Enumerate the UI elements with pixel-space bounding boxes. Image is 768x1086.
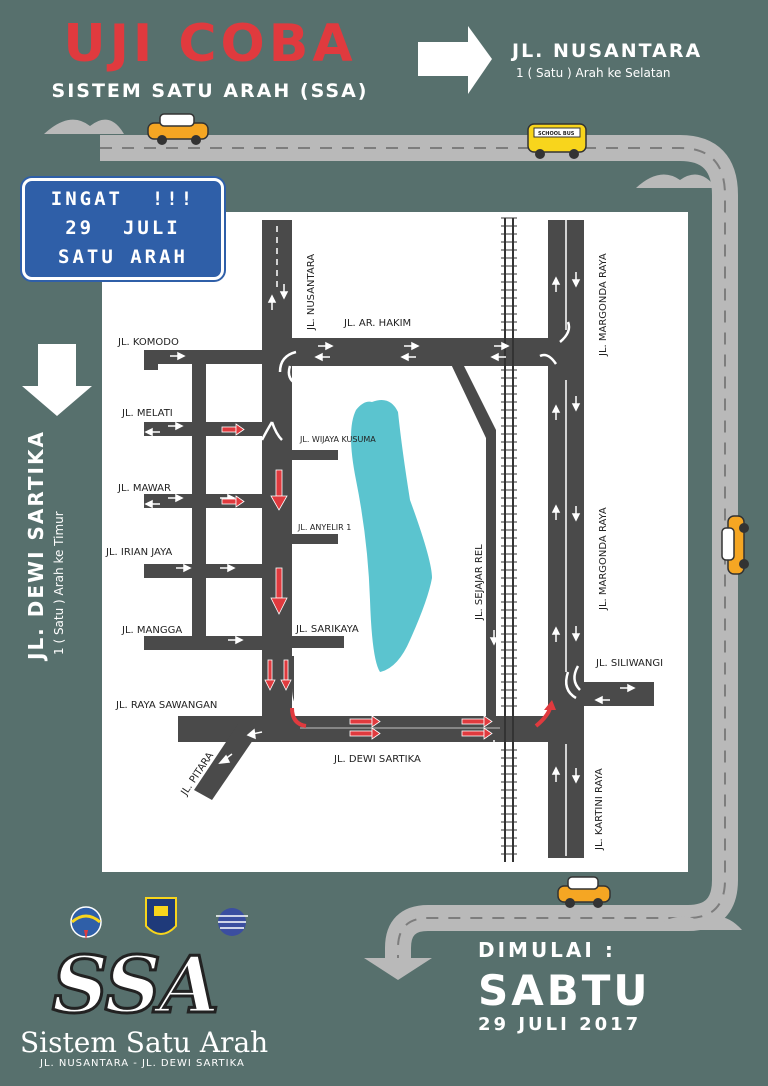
- road-anyelir: [292, 534, 338, 544]
- page-title: UJI COBA: [63, 14, 357, 74]
- label-mawar: JL. MAWAR: [117, 483, 171, 494]
- page-subtitle: SISTEM SATU ARAH (SSA): [51, 80, 369, 102]
- red-arrow-mawar: [221, 495, 245, 508]
- label-anyelir: JL. ANYELIR 1: [297, 523, 351, 532]
- label-ar-hakim: JL. AR. HAKIM: [343, 318, 411, 329]
- white-arrow-down: [279, 284, 289, 300]
- red-curve-arrow: [290, 707, 307, 728]
- label-sarikaya: JL. SARIKAYA: [295, 624, 359, 635]
- emblem-police: [216, 908, 248, 936]
- railway: [501, 217, 517, 862]
- cloud-decoration: [44, 119, 742, 930]
- red-arrow-nusantara-2: [270, 567, 288, 615]
- turn-arrows: [260, 321, 581, 700]
- reminder-line-2: 29 JULI: [65, 217, 181, 239]
- white-arrow-up: [267, 294, 277, 310]
- label-komodo: JL. KOMODO: [117, 337, 179, 348]
- white-arrow-right: [318, 341, 334, 351]
- road-siliwangi: [566, 682, 654, 706]
- nusantara-direction: 1 ( Satu ) Arah ke Selatan: [516, 66, 671, 80]
- school-bus: [527, 123, 587, 159]
- label-siliwangi: JL. SILIWANGI: [595, 658, 663, 669]
- label-nusantara: JL. NUSANTARA: [306, 254, 317, 331]
- road-wijaya-kusuma: [292, 450, 338, 460]
- dewi-sartika-label: JL. DEWI SARTIKA: [24, 430, 48, 660]
- red-arrows: [221, 423, 493, 740]
- road-nusantara: [262, 220, 292, 690]
- school-bus-label: SCHOOL BUS: [538, 131, 575, 137]
- taxi-car-1: [147, 113, 209, 145]
- label-irian-jaya: JL. IRIAN JAYA: [105, 547, 172, 558]
- taxi-car-2: [721, 515, 749, 575]
- white-arrow-left: [314, 352, 330, 362]
- label-raya-sawangan: JL. RAYA SAWANGAN: [115, 700, 217, 711]
- reminder-box: INGAT !!! 29 JULI SATU ARAH: [22, 178, 224, 280]
- reminder-line-1: INGAT !!!: [50, 188, 196, 210]
- emblem-dishub: [70, 906, 102, 940]
- start-label: DIMULAI :: [478, 938, 616, 962]
- route-end-arrow: [364, 958, 432, 980]
- ssa-logo-fullname: Sistem Satu Arah: [20, 1026, 269, 1059]
- dewi-sartika-direction: 1 ( Satu ) Arah ke Timur: [52, 511, 66, 655]
- label-wijaya-kusuma: JL. WIJAYA KUSUMA: [299, 435, 376, 444]
- label-melati: JL. MELATI: [121, 408, 173, 419]
- start-date: 29 JULI 2017: [478, 1014, 642, 1035]
- nusantara-label: JL. NUSANTARA: [512, 40, 703, 62]
- red-arrow-nusantara-1: [270, 469, 288, 511]
- label-dewi-sartika: JL. DEWI SARTIKA: [333, 754, 421, 765]
- taxi-car-3: [557, 876, 611, 908]
- route-road: [100, 135, 738, 980]
- road-sarikaya: [292, 636, 344, 648]
- ssa-logo-roads: JL. NUSANTARA - JL. DEWI SARTIKA: [40, 1058, 245, 1069]
- lake: [351, 399, 432, 672]
- big-arrow-down: [22, 344, 92, 416]
- margonda-arrows: [551, 272, 581, 784]
- big-arrow-right: [418, 26, 492, 94]
- label-margonda-2: JL. MARGONDA RAYA: [598, 507, 609, 611]
- label-kartini: JL. KARTINI RAYA: [594, 768, 605, 851]
- red-arrow-melati: [221, 423, 245, 436]
- start-day: SABTU: [478, 966, 651, 1015]
- white-arrows: [144, 284, 636, 764]
- emblem-depok: [145, 897, 177, 935]
- reminder-line-3: SATU ARAH: [58, 246, 188, 268]
- road-sejajar-rel: [486, 430, 496, 726]
- label-margonda-1: JL. MARGONDA RAYA: [598, 253, 609, 357]
- ssa-logo: SSA: [50, 939, 220, 1033]
- label-mangga: JL. MANGGA: [121, 625, 182, 636]
- label-sejajar-rel: JL. SEJAJAR REL: [474, 544, 485, 621]
